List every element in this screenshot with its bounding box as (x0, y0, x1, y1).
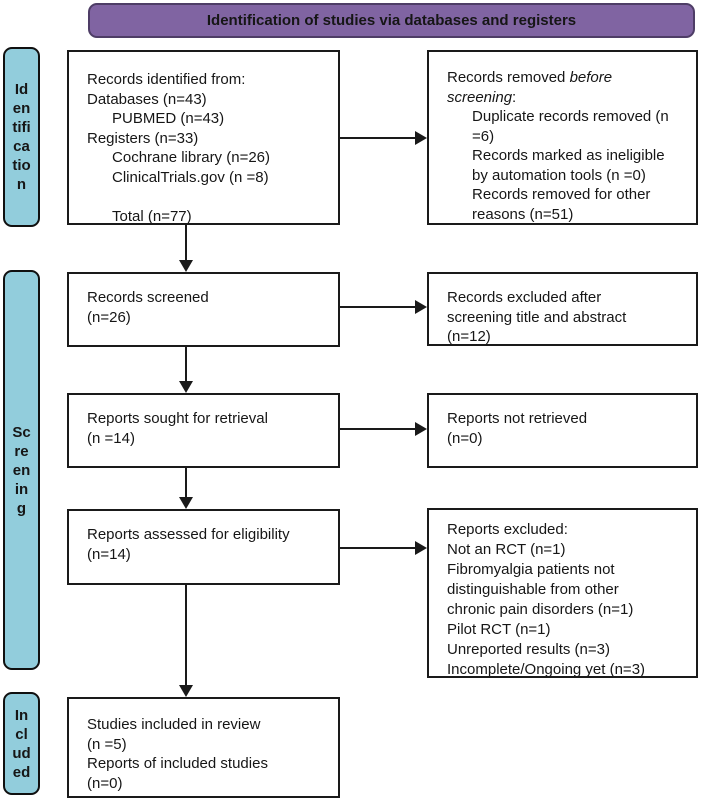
arrowhead-screened-to-sought-icon (179, 381, 193, 393)
text-line: Reports of included studies (87, 755, 268, 772)
text-line: g (16, 499, 27, 517)
arrow-sought-to-assessed (185, 468, 187, 498)
arrow-screened-to-sought (185, 347, 187, 382)
text-line: distinguishable from other (447, 581, 619, 598)
text-line: PUBMED (n=43) (87, 110, 225, 127)
text-line: Id (14, 81, 29, 98)
arrow-sought-to-notretrieved (340, 428, 417, 430)
text-line: ed (12, 763, 31, 781)
text-line: Records marked as ineligible (447, 147, 665, 164)
box-reports-not-retrieved: Reports not retrieved (n=0) (427, 393, 698, 468)
text-line: ClinicalTrials.gov (n =8) (87, 168, 269, 186)
box-records-screened: Records screened (n=26) (67, 272, 340, 347)
box-studies-included: Studies included in review (n =5) Reports … (67, 697, 340, 798)
text-line: Incomplete/Ongoing yet (n=3) (447, 661, 646, 678)
text-line: Records removed for other (447, 186, 651, 203)
text-line: n (16, 176, 27, 193)
text-line: Sc (12, 423, 31, 441)
text-line: reasons (n=51) (447, 205, 574, 223)
box-records-identified: Records identified from: Databases (n=43)… (67, 50, 340, 225)
text-line: Not an RCT (n=1) (447, 541, 566, 558)
text-line: cl (15, 725, 28, 743)
text-line: Unreported results (n=3) (447, 641, 610, 658)
text-line: (n=0) (87, 774, 123, 792)
text-line: (n=14) (87, 545, 131, 563)
arrow-screened-to-excluded (340, 306, 417, 308)
arrowhead-identified-to-removed-icon (415, 131, 427, 145)
text-line: ca (13, 138, 30, 155)
header-banner: Identification of studies via databases … (88, 3, 695, 38)
box-reports-assessed: Reports assessed for eligibility (n=14) (67, 509, 340, 585)
text-line: screening: (447, 88, 517, 106)
text-line: Pilot RCT (n=1) (447, 621, 551, 638)
text-line: tio (12, 157, 31, 174)
arrow-identified-to-removed (340, 137, 417, 139)
text-line: Registers (n=33) (87, 129, 199, 147)
text-line: en (12, 100, 31, 117)
text-line: ud (12, 744, 31, 762)
text-line: (n =5) (87, 735, 127, 753)
text-line: in (14, 480, 29, 498)
text-line: en (12, 461, 31, 479)
arrowhead-screened-to-excluded-icon (415, 300, 427, 314)
arrowhead-identified-to-screened-icon (179, 260, 193, 272)
text-line: =6) (447, 127, 495, 145)
text-line (87, 187, 332, 207)
text-line: Reports assessed for eligibility (87, 526, 290, 543)
arrowhead-sought-to-assessed-icon (179, 497, 193, 509)
text-line: Records identified from: (87, 71, 246, 88)
arrowhead-assessed-to-included-icon (179, 685, 193, 697)
box-records-excluded: Records excluded after screening title an… (427, 272, 698, 346)
box-reports-sought: Reports sought for retrieval (n =14) (67, 393, 340, 468)
header-title: Identification of studies via databases … (206, 12, 577, 29)
arrow-assessed-to-included (185, 585, 187, 686)
arrowhead-sought-to-notretrieved-icon (415, 422, 427, 436)
text-line: Records excluded after (447, 289, 602, 306)
text-line: screening title and abstract (447, 308, 627, 326)
text-line: In (14, 706, 29, 724)
text-line: Cochrane library (n=26) (87, 149, 271, 166)
text-line: (n=0) (447, 429, 483, 447)
arrow-assessed-to-excluded (340, 547, 417, 549)
text-line: Databases (n=43) (87, 90, 207, 108)
text-line: Duplicate records removed (n (447, 108, 669, 125)
text-line: Reports sought for retrieval (87, 410, 268, 427)
text-line: Reports excluded: (447, 521, 568, 538)
stage-label-identification: Id en tifi ca tio n (3, 47, 40, 227)
text-line: Total (n=77) (87, 207, 192, 225)
text-line: (n =14) (87, 429, 135, 447)
arrow-identified-to-screened (185, 225, 187, 261)
box-records-removed: Records removed before screening: Duplica… (427, 50, 698, 225)
text-line: Fibromyalgia patients not (447, 561, 615, 578)
text-line: (n=12) (447, 328, 491, 345)
text-line: Records screened (87, 289, 209, 306)
text-line: Reports not retrieved (447, 410, 588, 427)
text-line: chronic pain disorders (n=1) (447, 601, 634, 618)
text-line: by automation tools (n =0) (447, 166, 646, 184)
text-line: tifi (12, 119, 31, 136)
box-reports-excluded: Reports excluded: Not an RCT (n=1) Fibromy… (427, 508, 698, 678)
text-line: Records removed before (447, 69, 613, 86)
arrowhead-assessed-to-excluded-icon (415, 541, 427, 555)
text-line: re (14, 442, 29, 460)
text-line: (n=26) (87, 308, 131, 326)
text-line: Studies included in review (87, 716, 261, 733)
